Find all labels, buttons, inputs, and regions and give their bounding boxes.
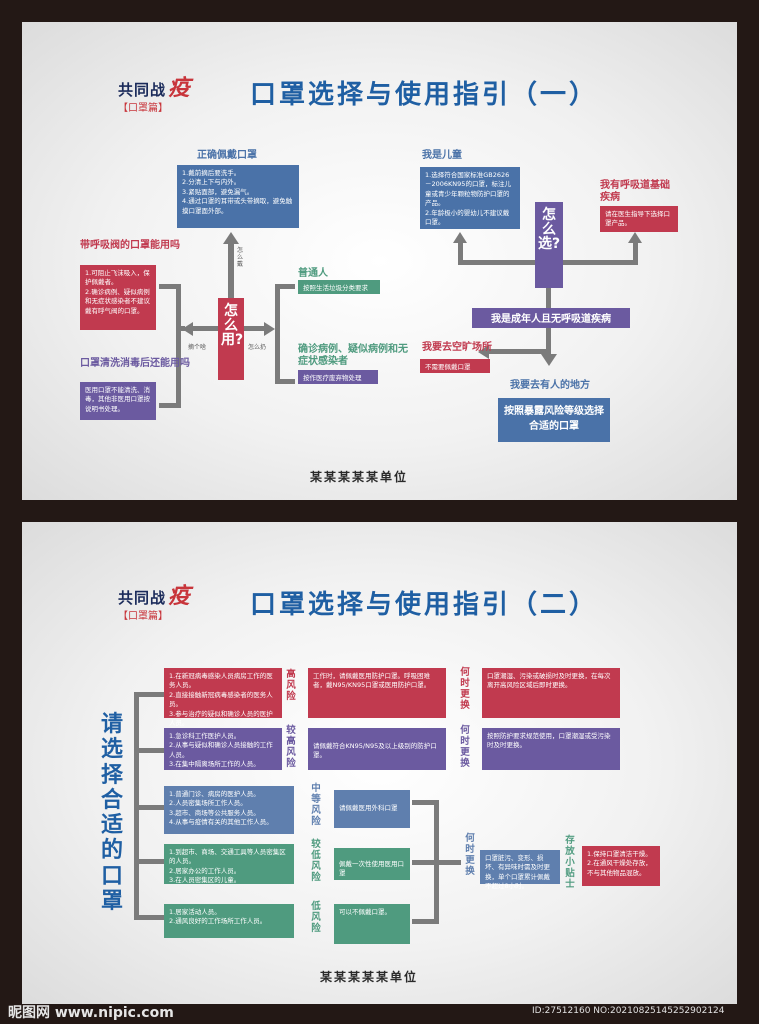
risk-higher-when: 何时更换	[460, 725, 470, 769]
arrow-down-icon	[541, 354, 557, 366]
normal-heading: 普通人	[298, 268, 328, 279]
label-how-wear: 怎么戴	[237, 247, 244, 269]
bracket	[412, 919, 438, 924]
risk-lower-mask: 佩戴一次性使用医用口罩	[334, 848, 410, 880]
arrow-up-icon	[223, 232, 239, 244]
bracket	[134, 748, 164, 753]
risk-high-label: 高风险	[286, 669, 296, 702]
side-title: 请选择合适的口罩	[100, 712, 123, 915]
bracket	[134, 692, 164, 697]
risk-lower-label: 较低风险	[311, 839, 321, 883]
disease-box: 请在医生指导下选择口罩产品。	[600, 206, 678, 232]
valve-box: 1.可阻止飞沫吸入，保护佩戴者。2.确诊病例、疑似病例和无症状感染者不建议戴有呼…	[80, 265, 156, 330]
risk-higher-label: 较高风险	[286, 725, 296, 769]
child-heading: 我是儿童	[422, 150, 462, 161]
risk-lower-when: 何时更换	[465, 833, 475, 877]
bracket	[439, 860, 461, 865]
bracket	[181, 326, 185, 331]
connector	[192, 326, 218, 331]
logo: 共同战疫 【口罩篇】	[118, 583, 192, 622]
poster-panel-2: 共同战疫 【口罩篇】 口罩选择与使用指引（二） 请选择合适的口罩 1.在新冠病毒…	[22, 522, 737, 1004]
risk-high-mask: 工作时，请佩戴医用防护口罩。呼吸困难者，戴N95/KN95口罩或医用防护口罩。	[308, 668, 446, 718]
how-to-choose-label: 怎么选?	[535, 202, 563, 288]
child-box: 1.选择符合国家标准GB2626－2006KN95的口罩，标注儿童或青少年颗粒物…	[420, 167, 520, 229]
wash-box: 医用口罩不能清洗、消毒，其他非医用口罩按说明书处理。	[80, 382, 156, 420]
connector	[488, 349, 551, 354]
case-heading: 确诊病例、疑似病例和无症状感染者	[298, 344, 408, 367]
arrow-left-icon	[182, 322, 193, 336]
page-title: 口罩选择与使用指引（一）	[250, 80, 599, 110]
risk-higher-who: 1.急诊科工作医护人员。2.从事与疑似和确诊人员接触的工作人员。3.在集中隔离场…	[164, 728, 282, 770]
arrow-up-icon	[628, 232, 642, 243]
bracket	[275, 379, 295, 384]
connector	[244, 326, 264, 331]
risk-low-label: 低风险	[311, 901, 321, 934]
connector	[228, 244, 234, 300]
risk-high-replace: 口罩潮湿、污染或破损时及时更换，在每次离开高风险区域后即时更换。	[482, 668, 620, 718]
arrow-left-icon	[478, 345, 489, 359]
image-id: ID:27512160 NO:20210825145252902124	[532, 1006, 725, 1016]
organization: 某某某某某单位	[310, 470, 409, 484]
logo: 共同战疫 【口罩篇】	[118, 75, 192, 114]
disease-heading: 我有呼吸道基础疾病	[600, 180, 670, 203]
connector	[546, 328, 551, 354]
risk-low-who: 1.居家活动人员。2.通风良好的工作场所工作人员。	[164, 904, 294, 938]
bracket	[275, 284, 280, 384]
page-title: 口罩选择与使用指引（二）	[250, 590, 599, 620]
risk-lower-who: 1.到超市、商场、交通工具等人员密集区的人员。2.居家办公的工作人员。3.在人员…	[164, 844, 294, 884]
wear-heading: 正确佩戴口罩	[197, 150, 257, 161]
bracket	[412, 800, 438, 805]
case-box: 按作医疗废弃物处理	[298, 370, 378, 384]
bracket	[134, 859, 164, 864]
risk-medium-mask: 请佩戴医用外科口罩	[334, 790, 410, 828]
label-how-throw: 怎么扔	[248, 344, 267, 351]
bracket	[134, 915, 164, 920]
risk-high-who: 1.在新冠病毒感染人员病房工作的医务人员。2.直接接触新冠病毒感染者的医务人员。…	[164, 668, 282, 727]
tips-heading: 存放小贴士	[565, 835, 575, 890]
crowd-heading: 我要去有人的地方	[510, 380, 590, 391]
wash-heading: 口罩清洗消毒后还能用吗	[80, 358, 190, 369]
normal-box: 按照生活垃圾分类要求	[298, 280, 380, 294]
risk-higher-replace: 按照防护要求规范使用，口罩潮湿或受污染时及时更换。	[482, 728, 620, 770]
crowd-box: 按照暴露风险等级选择合适的口罩	[498, 398, 610, 442]
connector	[458, 243, 463, 265]
risk-medium-label: 中等风险	[311, 783, 321, 827]
wear-box: 1.戴前摘后要洗手。2.分清上下与内外。3.紧贴面部，避免漏气。4.通过口罩的耳…	[177, 165, 299, 228]
risk-medium-who: 1.普通门诊、病房的医护人员。2.人员密集场所工作人员。3.超市、商场等公共服务…	[164, 786, 294, 834]
risk-low-mask: 可以不佩戴口罩。	[334, 904, 410, 944]
poster-panel-1: 共同战疫 【口罩篇】 口罩选择与使用指引（一） 正确佩戴口罩 1.戴前摘后要洗手…	[22, 22, 737, 500]
arrow-up-icon	[453, 232, 467, 243]
site-watermark: 昵图网 www.nipic.com	[8, 1005, 174, 1021]
risk-lower-replace: 口罩脏污、变形、损坏、有异味时需及时更换，单个口罩累计佩戴不超过8小时。	[480, 850, 560, 890]
bracket	[176, 284, 181, 408]
arrow-right-icon	[264, 322, 275, 336]
how-to-use-label: 怎么用?	[218, 298, 244, 380]
open-box: 不需要佩戴口罩	[420, 359, 490, 373]
label-which: 摘个啥	[188, 344, 207, 351]
bracket	[159, 284, 179, 289]
tips-box: 1.保持口罩清洁干燥。2.在通风干燥处存放，不与其他物品混放。	[582, 846, 660, 886]
adult-label: 我是成年人且无呼吸道疾病	[472, 308, 630, 328]
risk-higher-mask: 请佩戴符合KN95/N95及以上级别的防护口罩。	[308, 728, 446, 770]
connector	[633, 243, 638, 265]
risk-high-when: 何时更换	[460, 667, 470, 711]
open-heading: 我要去空旷场所	[422, 342, 492, 353]
valve-heading: 带呼吸阀的口罩能用吗	[80, 240, 180, 251]
bracket	[134, 805, 164, 810]
bracket	[159, 403, 179, 408]
organization: 某某某某某单位	[320, 970, 419, 984]
connector	[546, 288, 551, 308]
bracket	[275, 284, 295, 289]
bracket	[412, 860, 438, 865]
